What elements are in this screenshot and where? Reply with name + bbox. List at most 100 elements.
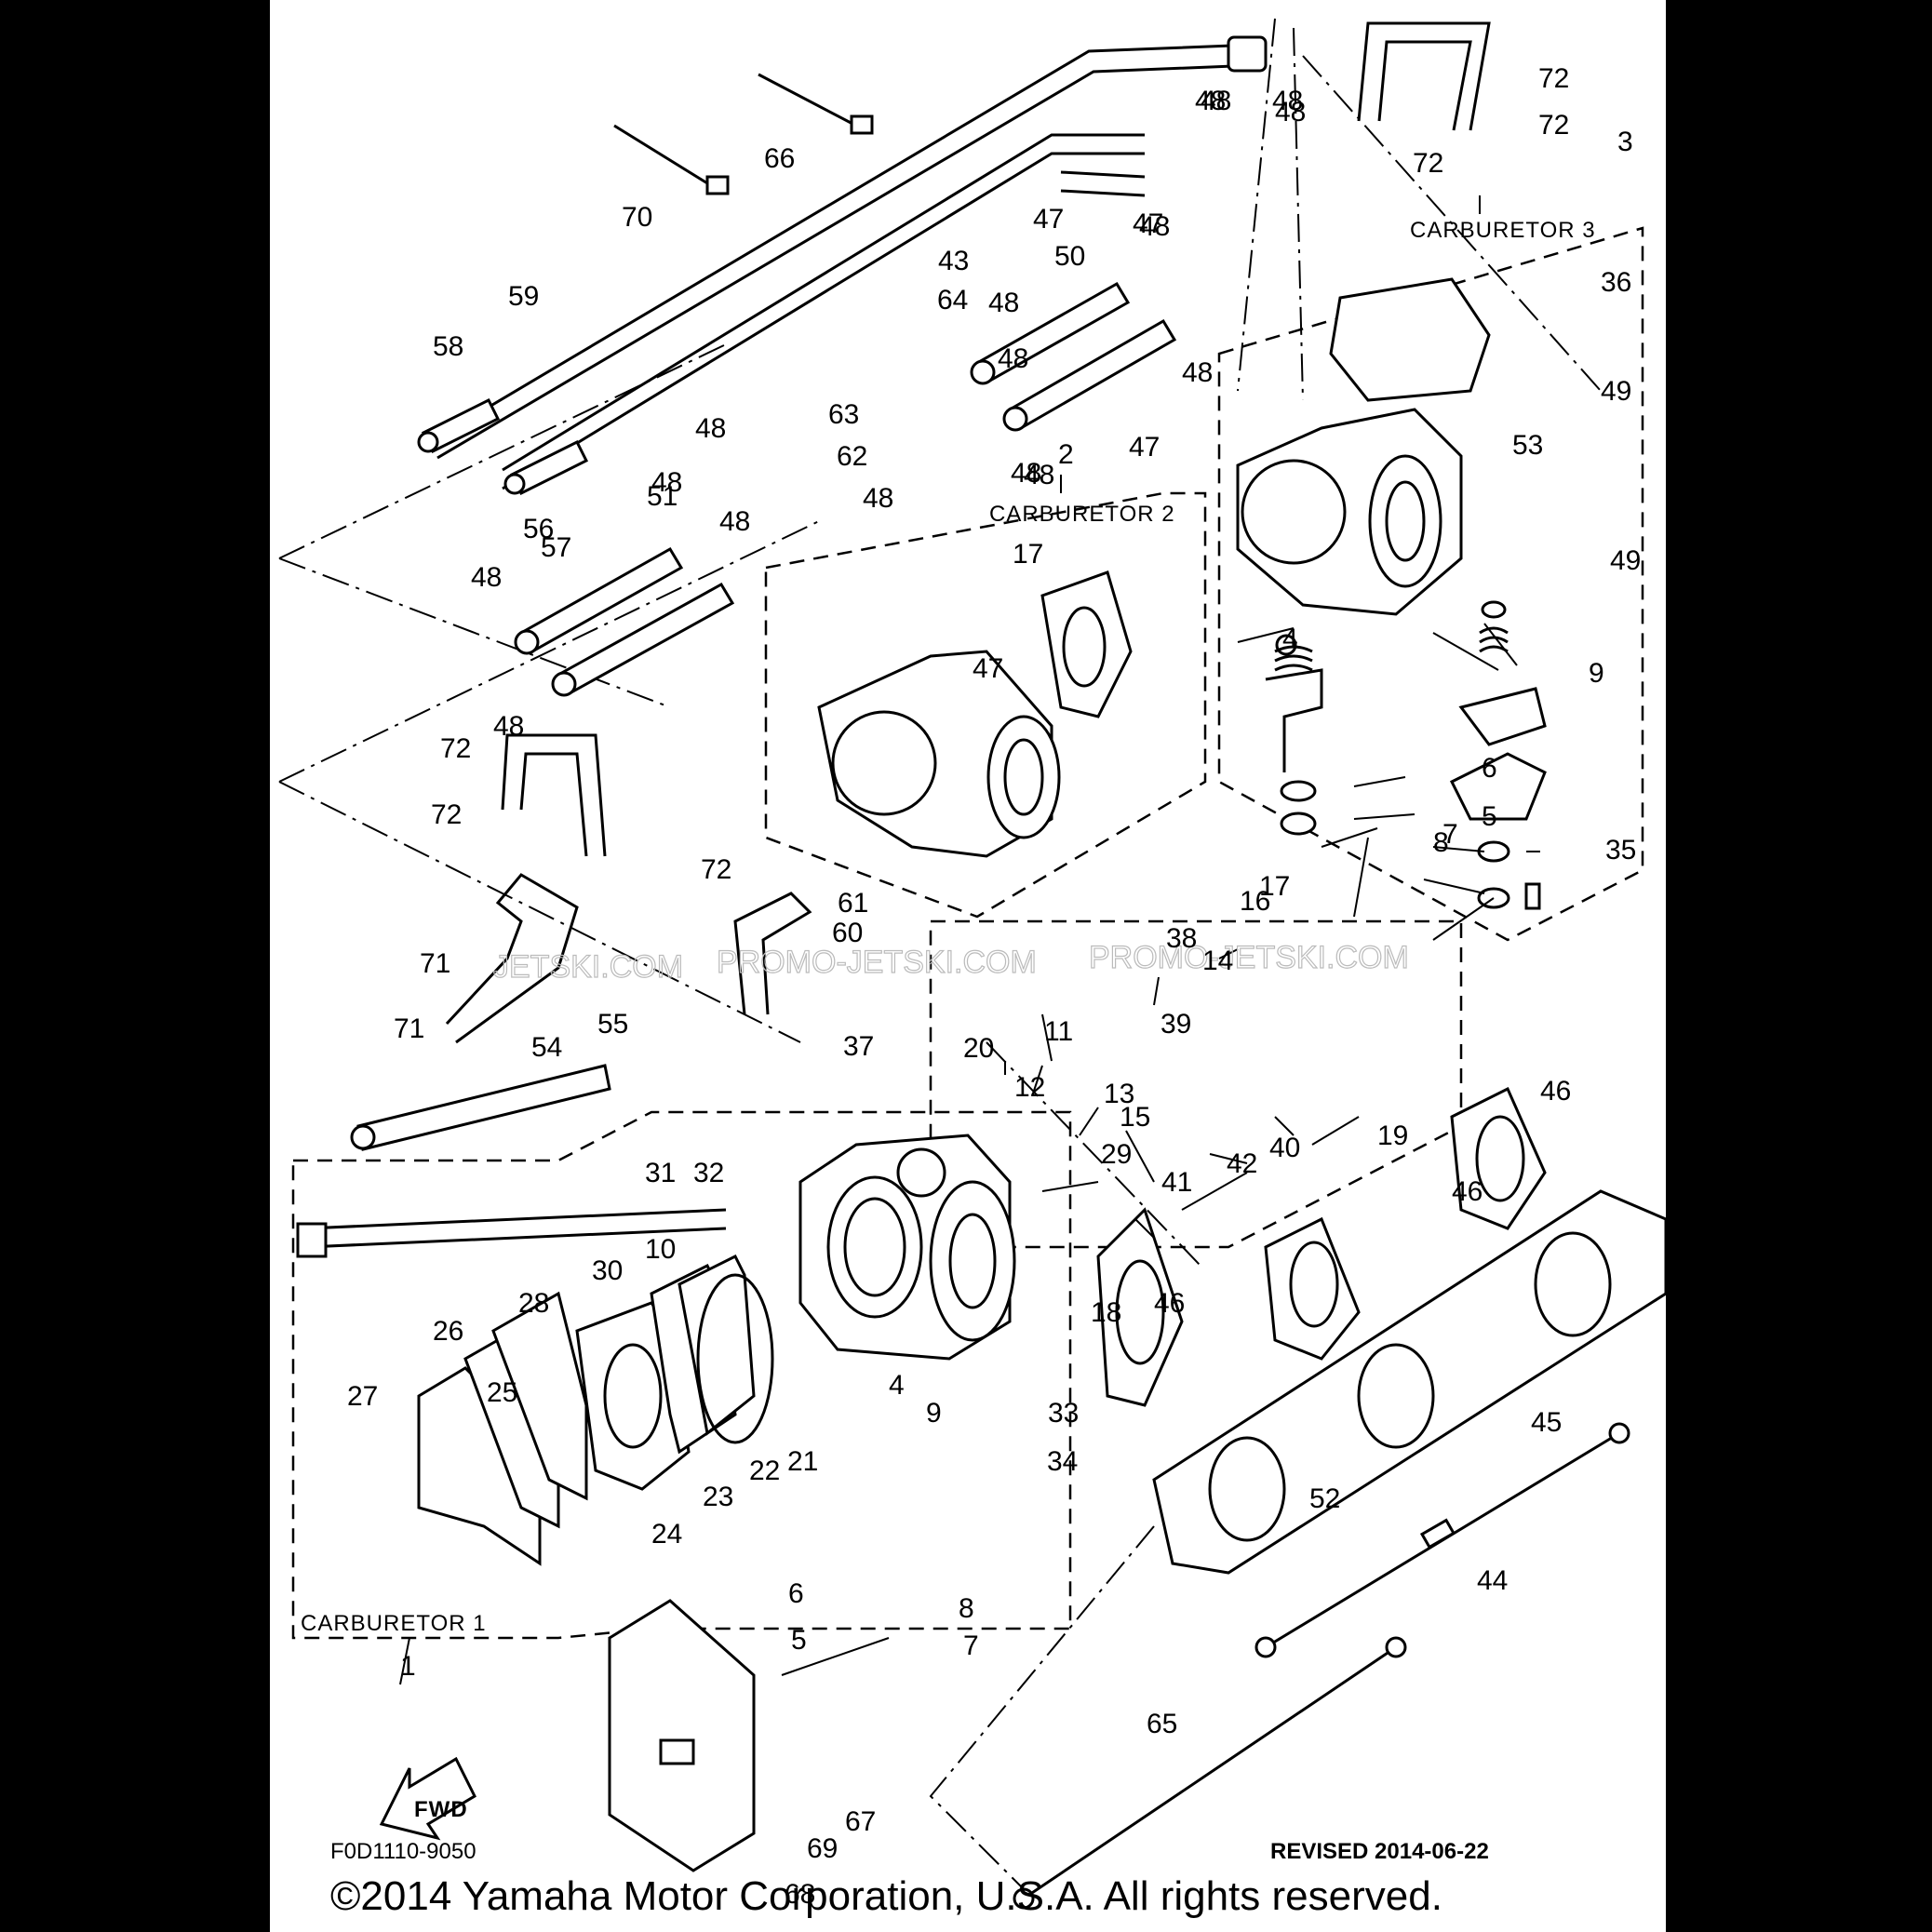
hose-54 [503,439,589,496]
callout-number: 41 [1161,1167,1192,1198]
callout-number: 67 [845,1806,876,1837]
callout-number: 55 [597,1009,628,1040]
hose-49-lower [514,546,684,655]
callout-number: 10 [645,1234,676,1265]
callout-number: 36 [1601,267,1631,298]
callout-number: 72 [431,799,462,830]
hose-71-upper [1357,21,1491,131]
carb3-right-parts [1449,600,1547,910]
hose-70 [445,873,579,1044]
callout-number: 43 [938,246,969,276]
callout-number: 22 [749,1456,780,1486]
callout-number: 58 [433,331,463,362]
watermark-text-center: PROMO-JETSKI.COM [717,945,1037,980]
callout-number: 3 [1617,127,1633,157]
intake-manifold-45 [1152,1189,1668,1575]
bracket-65 [608,1599,756,1872]
callout-number: 17 [1259,871,1290,902]
alignment-line-carb3 [1237,18,1602,401]
gasket-17-carb2 [1040,570,1133,718]
cable-tie-64 [758,73,874,135]
callout-number: 4 [1282,624,1298,654]
fuel-hose-bundle [436,35,1268,490]
callout-number: 72 [1413,148,1443,179]
revision-date: REVISED 2014-06-22 [1270,1839,1489,1864]
alignment-line-manifold [929,1041,1201,1899]
callout-number: 18 [1091,1297,1121,1328]
hose-57 [417,397,501,454]
callout-number: 34 [1047,1446,1078,1477]
callout-number: 62 [837,441,867,472]
label-carburetor-3: CARBURETOR 3 [1410,218,1596,243]
carburetor-3-body [1236,277,1491,616]
callout-number: 71 [394,1013,424,1044]
callout-number: 48 [1272,86,1303,116]
callout-number: 29 [1101,1139,1132,1170]
gasket-46-a [1096,1207,1184,1407]
callout-number: 6 [788,1578,804,1609]
watermark-text-right: PROMO-JETSKI.COM [1089,940,1409,975]
callout-number: 48 [651,467,682,498]
hose-47-upper [1002,318,1177,432]
gasket-46-b [1264,1216,1361,1361]
callout-number: 25 [487,1377,517,1408]
callout-number: 42 [1227,1148,1257,1179]
callout-number: 60 [832,918,863,948]
callout-number: 39 [1161,1009,1191,1040]
watermark: JETSKI.COM PROMO-JETSKI.COM PROMO-JETSKI… [492,939,1409,985]
callout-number: 16 [1240,886,1270,917]
hose-59 [733,892,812,1015]
callout-number: 49 [1601,376,1631,407]
callout-number: 63 [828,399,859,430]
callout-number: 45 [1531,1407,1562,1438]
callout-number: 46 [1452,1176,1483,1207]
callout-number: 66 [764,143,795,174]
callout-number: 48 [1011,458,1041,489]
carburetor-3-boundary [1217,226,1644,942]
callout-number: 8 [959,1593,974,1624]
callout-number: 4 [889,1370,905,1401]
callout-number: 46 [1540,1076,1571,1107]
adapter-stack [417,1254,774,1566]
callout-number: 33 [1048,1398,1079,1429]
callout-number: 49 [1610,545,1641,576]
hose-71-lower [501,733,607,857]
callout-number: 6 [1482,753,1497,784]
choke-shaft-30 [296,1208,727,1258]
callout-number: 56 [523,514,554,544]
hose-52 [350,1064,611,1151]
callout-number: 72 [1538,110,1569,141]
callout-number: 40 [1269,1133,1300,1163]
callout-number: 48 [695,413,726,444]
callout-number: 2 [1058,439,1074,470]
callout-number: 48 [1139,211,1170,242]
callout-number: 53 [1512,430,1543,461]
callout-number: 48 [1201,86,1231,116]
callout-number: 72 [440,733,471,764]
callout-number: 44 [1477,1565,1508,1596]
hose-47-lower [551,582,735,697]
callout-number: 27 [347,1381,378,1412]
callout-number: 48 [1275,97,1306,127]
callout-number: 5 [791,1625,807,1656]
watermark-text-left: JETSKI.COM [493,949,683,985]
callout-number: 48 [1195,86,1226,116]
callout-number: 7 [1442,819,1458,850]
callout-number: 12 [1014,1072,1045,1103]
drawing-code: F0D1110-9050 [330,1839,476,1864]
callout-number: 52 [1309,1483,1340,1514]
callout-number: 47 [1129,432,1160,463]
copyright-notice: ©2014 Yamaha Motor Corporation, U.S.A. A… [330,1873,1442,1919]
callout-number: 48 [471,562,502,593]
label-carburetor-1: CARBURETOR 1 [301,1611,487,1636]
callout-number: 47 [973,653,1003,684]
callout-number: 26 [433,1316,463,1347]
label-fwd: FWD [414,1797,468,1822]
callout-number: 19 [1377,1120,1408,1151]
gasket-46-c [1450,1086,1547,1230]
callout-number: 46 [1154,1288,1185,1319]
lower-group-boundary [929,919,1463,1249]
callout-number: 65 [1147,1709,1177,1739]
carburetor-2-body [817,650,1061,858]
